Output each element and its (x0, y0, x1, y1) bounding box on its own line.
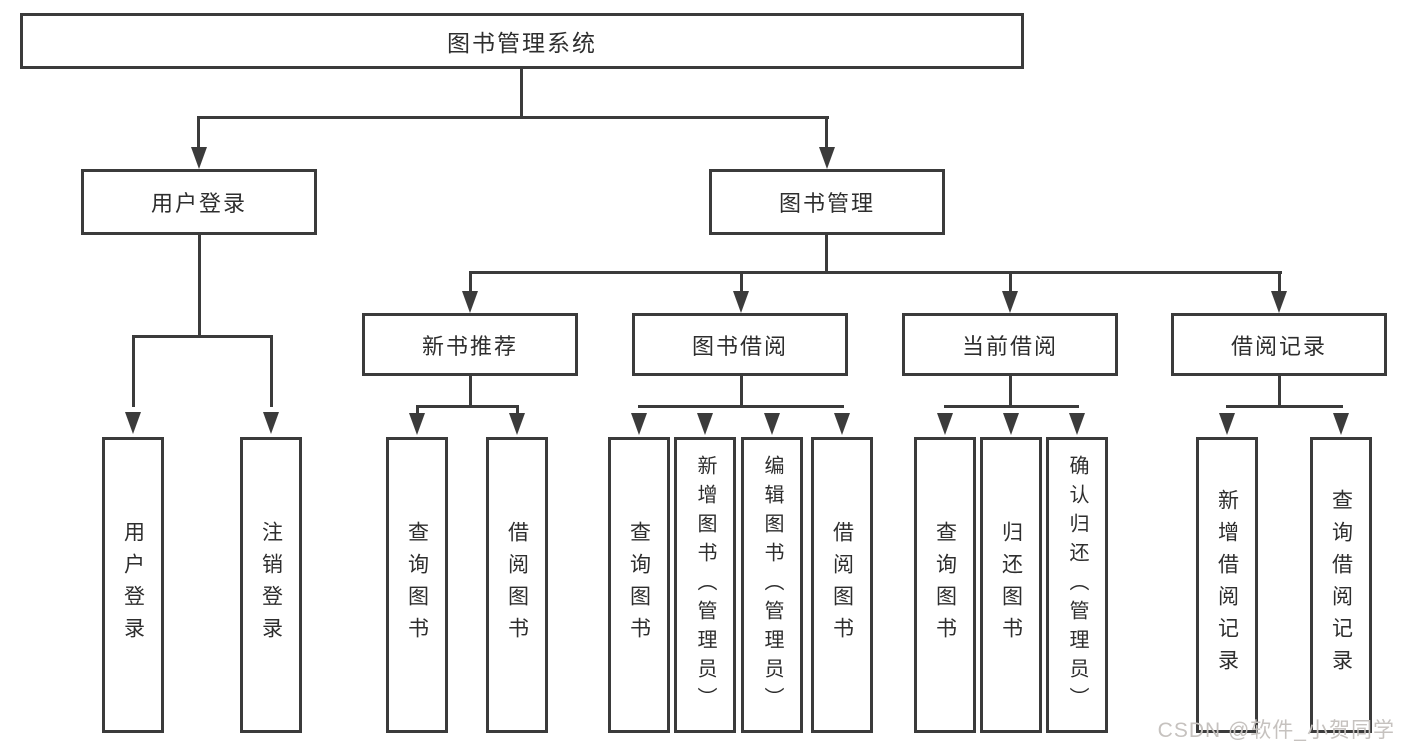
node-borrow-record-label: 借阅记录 (1230, 333, 1327, 359)
arrow-to-leaf-logout (263, 412, 279, 434)
leaf-return-book-label: 归还图书 (999, 521, 1023, 649)
leaf-borrow-book-2-label: 借阅图书 (830, 521, 854, 649)
arrow-to-leaf-confirm-return (1069, 413, 1085, 435)
arrow-to-borrow-record (1271, 291, 1287, 313)
leaf-query-book-2: 查询图书 (608, 437, 670, 733)
leaf-confirm-return-admin: 确认归还（管理员） (1046, 437, 1108, 733)
connector-level2-horizontal (197, 116, 829, 119)
leaf-query-book-1-label: 查询图书 (405, 521, 429, 649)
node-root: 图书管理系统 (20, 13, 1024, 69)
connector-level3-stub-3 (1009, 271, 1012, 293)
arrow-to-leaf-query-book-1 (409, 413, 425, 435)
connector-level3-horizontal (469, 271, 1282, 274)
node-new-book-recommend: 新书推荐 (362, 313, 578, 376)
connector-root-vertical (520, 68, 523, 118)
arrow-to-user-login (191, 147, 207, 169)
connector-recommend-horizontal (416, 405, 519, 408)
connector-mgmt-vertical (825, 235, 828, 274)
node-borrow-record: 借阅记录 (1171, 313, 1387, 376)
connector-borrow-horizontal (638, 405, 844, 408)
connector-current-vertical (1009, 376, 1012, 407)
connector-recommend-vertical (469, 376, 472, 407)
arrow-to-leaf-edit-book-admin (764, 413, 780, 435)
leaf-query-borrow-record: 查询借阅记录 (1310, 437, 1372, 733)
connector-record-vertical (1278, 376, 1281, 407)
connector-borrow-vertical (740, 376, 743, 407)
arrow-to-leaf-user-login (125, 412, 141, 434)
leaf-borrow-book-1: 借阅图书 (486, 437, 548, 733)
node-book-management: 图书管理 (709, 169, 945, 235)
leaf-return-book: 归还图书 (980, 437, 1042, 733)
arrow-to-leaf-add-borrow-record (1219, 413, 1235, 435)
node-book-management-label: 图书管理 (778, 191, 875, 216)
connector-user-horizontal (132, 335, 273, 338)
arrow-to-book-borrow (733, 291, 749, 313)
connector-record-horizontal (1226, 405, 1343, 408)
connector-current-horizontal (944, 405, 1079, 408)
leaf-logout: 注销登录 (240, 437, 302, 733)
arrow-to-leaf-query-book-3 (937, 413, 953, 435)
arrow-to-leaf-query-book-2 (631, 413, 647, 435)
leaf-logout-label: 注销登录 (259, 521, 283, 649)
leaf-add-borrow-record: 新增借阅记录 (1196, 437, 1258, 733)
connector-level2-stub-left (197, 116, 200, 149)
connector-user-stub-1 (132, 335, 135, 407)
connector-level3-stub-2 (740, 271, 743, 293)
arrow-to-leaf-borrow-book-1 (509, 413, 525, 435)
leaf-add-book-admin: 新增图书（管理员） (674, 437, 736, 733)
connector-user-stub-2 (270, 335, 273, 407)
node-current-borrow: 当前借阅 (902, 313, 1118, 376)
leaf-query-book-2-label: 查询图书 (627, 521, 651, 649)
leaf-borrow-book-2: 借阅图书 (811, 437, 873, 733)
connector-level3-stub-1 (469, 271, 472, 293)
node-new-book-recommend-label: 新书推荐 (421, 333, 518, 359)
connector-level3-stub-4 (1278, 271, 1281, 293)
arrow-to-leaf-add-book-admin (697, 413, 713, 435)
leaf-query-book-3: 查询图书 (914, 437, 976, 733)
node-current-borrow-label: 当前借阅 (961, 333, 1058, 359)
leaf-query-borrow-record-label: 查询借阅记录 (1329, 489, 1353, 681)
node-user-login: 用户登录 (81, 169, 317, 235)
leaf-query-book-1: 查询图书 (386, 437, 448, 733)
arrow-to-book-management (819, 147, 835, 169)
node-user-login-label: 用户登录 (150, 191, 247, 216)
node-book-borrow-label: 图书借阅 (691, 333, 788, 359)
connector-recommend-stub-1 (416, 405, 419, 415)
arrow-to-leaf-query-borrow-record (1333, 413, 1349, 435)
leaf-edit-book-admin-label: 编辑图书（管理员） (761, 454, 783, 716)
leaf-confirm-return-admin-label: 确认归还（管理员） (1066, 454, 1088, 716)
connector-user-vertical (198, 235, 201, 337)
leaf-user-login-label: 用户登录 (121, 521, 145, 649)
arrow-to-current-borrow (1002, 291, 1018, 313)
arrow-to-leaf-return-book (1003, 413, 1019, 435)
leaf-user-login: 用户登录 (102, 437, 164, 733)
leaf-borrow-book-1-label: 借阅图书 (505, 521, 529, 649)
arrow-to-new-book-recommend (462, 291, 478, 313)
leaf-edit-book-admin: 编辑图书（管理员） (741, 437, 803, 733)
leaf-query-book-3-label: 查询图书 (933, 521, 957, 649)
csdn-watermark: CSDN @软件_小贺同学 (1157, 719, 1395, 742)
node-book-borrow: 图书借阅 (632, 313, 848, 376)
connector-recommend-stub-2 (516, 405, 519, 415)
leaf-add-book-admin-label: 新增图书（管理员） (694, 454, 716, 716)
leaf-add-borrow-record-label: 新增借阅记录 (1215, 489, 1239, 681)
node-root-label: 图书管理系统 (447, 30, 597, 56)
arrow-to-leaf-borrow-book-2 (834, 413, 850, 435)
connector-level2-stub-right (825, 116, 828, 149)
